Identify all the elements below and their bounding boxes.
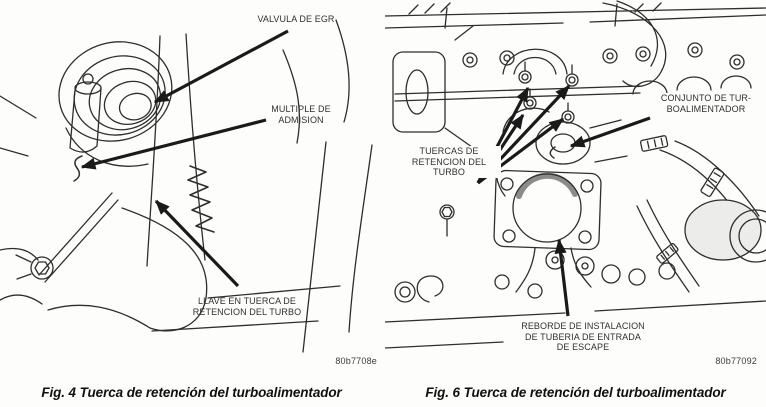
turbo-nuts (518, 61, 579, 124)
figure-4-panel: VALVULA DE EGR MULTIPLE DE ADMISION LLAV… (0, 14, 377, 400)
engine-line-art (385, 0, 766, 349)
callout-valvula-egr: VALVULA DE EGR (257, 14, 335, 24)
figure-caption: Fig. 4 Tuerca de retención del turboalim… (41, 385, 342, 400)
callout-reborde-instalacion: REBORDE DE INSTALACION DE TUBERIA DE ENT… (521, 321, 645, 352)
callout-conjunto-turboalimentador: CONJUNTO DE TUR- BOALIMENTADOR (649, 93, 763, 114)
figure-code: 80b7708e (335, 356, 377, 366)
figure-code: 80b77092 (715, 356, 757, 366)
engine-line-art (0, 19, 373, 353)
turbo-assembly-diagram (385, 0, 766, 349)
callout-arrows (80, 29, 289, 288)
figure-6-panel: CONJUNTO DE TUR- BOALIMENTADOR TUERCAS D… (385, 0, 766, 407)
egr-valve-diagram (0, 19, 373, 353)
callout-llave-tuerca-retencion: LLAVE EN TUERCA DE RETENCION DEL TURBO (192, 296, 302, 317)
callout-arrows (476, 84, 651, 317)
callout-tuercas-retencion-turbo: TUERCAS DE RETENCION DEL TURBO (397, 146, 501, 178)
callout-multiple-admision: MULTIPLE DE ADMISION (271, 104, 331, 125)
figure-caption: Fig. 6 Tuerca de retención del turboalim… (425, 385, 726, 400)
